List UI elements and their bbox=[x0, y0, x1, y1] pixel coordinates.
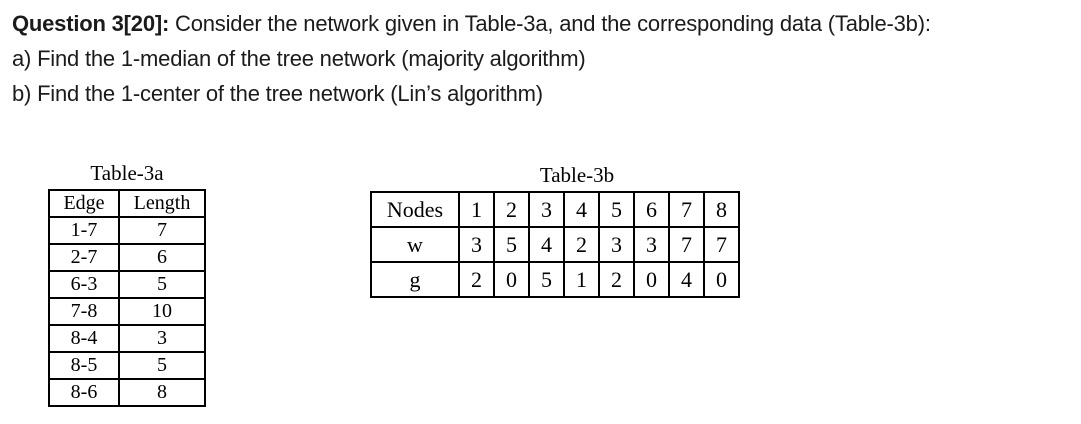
table-3b-header-row: Nodes 1 2 3 4 5 6 7 8 bbox=[370, 191, 740, 228]
node-id-cell: 3 bbox=[528, 191, 565, 228]
table-3b-block: Table-3b Nodes 1 2 3 4 5 6 7 8 w 3 5 4 2… bbox=[370, 163, 740, 298]
length-cell: 8 bbox=[118, 378, 206, 407]
weight-cell: 3 bbox=[633, 226, 670, 263]
weight-cell: 3 bbox=[458, 226, 495, 263]
g-cell: 0 bbox=[703, 261, 740, 298]
table-row: 8-4 3 bbox=[48, 324, 206, 353]
weight-cell: 7 bbox=[668, 226, 705, 263]
g-cell: 4 bbox=[668, 261, 705, 298]
g-cell: 2 bbox=[598, 261, 635, 298]
length-cell: 5 bbox=[118, 351, 206, 380]
edge-cell: 6-3 bbox=[48, 270, 120, 299]
question-statement: Consider the network given in Table-3a, … bbox=[169, 11, 931, 36]
question-text: Question 3[20]: Consider the network giv… bbox=[12, 6, 931, 111]
table-row: 2-7 6 bbox=[48, 243, 206, 272]
g-cell: 5 bbox=[528, 261, 565, 298]
length-cell: 3 bbox=[118, 324, 206, 353]
question-number: Question 3[20]: bbox=[12, 11, 170, 36]
row-label-g: g bbox=[370, 261, 460, 298]
table-3b: Nodes 1 2 3 4 5 6 7 8 w 3 5 4 2 3 3 7 7 … bbox=[370, 191, 740, 298]
node-id-cell: 8 bbox=[703, 191, 740, 228]
g-cell: 0 bbox=[633, 261, 670, 298]
node-id-cell: 1 bbox=[458, 191, 495, 228]
table-3a-header-row: Edge Length bbox=[48, 189, 206, 218]
edge-cell: 2-7 bbox=[48, 243, 120, 272]
weight-cell: 5 bbox=[493, 226, 530, 263]
weight-cell: 4 bbox=[528, 226, 565, 263]
edge-cell: 1-7 bbox=[48, 216, 120, 245]
length-cell: 5 bbox=[118, 270, 206, 299]
table-3a-block: Table-3a Edge Length 1-7 7 2-7 6 6-3 5 7… bbox=[48, 161, 206, 407]
edge-cell: 7-8 bbox=[48, 297, 120, 326]
node-id-cell: 2 bbox=[493, 191, 530, 228]
question-line-main: Question 3[20]: Consider the network giv… bbox=[12, 6, 931, 41]
g-cell: 1 bbox=[563, 261, 600, 298]
table-row: 6-3 5 bbox=[48, 270, 206, 299]
row-label-w: w bbox=[370, 226, 460, 263]
table-row: 1-7 7 bbox=[48, 216, 206, 245]
node-id-cell: 4 bbox=[563, 191, 600, 228]
table-3b-title: Table-3b bbox=[539, 163, 615, 187]
length-cell: 7 bbox=[118, 216, 206, 245]
length-cell: 10 bbox=[118, 297, 206, 326]
question-part-a: a) Find the 1-median of the tree network… bbox=[12, 46, 586, 71]
edge-cell: 8-6 bbox=[48, 378, 120, 407]
nodes-header: Nodes bbox=[370, 191, 460, 228]
weights-row: w 3 5 4 2 3 3 7 7 bbox=[370, 226, 740, 263]
g-values-row: g 2 0 5 1 2 0 4 0 bbox=[370, 261, 740, 298]
length-cell: 6 bbox=[118, 243, 206, 272]
node-id-cell: 6 bbox=[633, 191, 670, 228]
table-3a: Edge Length 1-7 7 2-7 6 6-3 5 7-8 10 8-4… bbox=[48, 189, 206, 407]
weight-cell: 3 bbox=[598, 226, 635, 263]
weight-cell: 2 bbox=[563, 226, 600, 263]
table-row: 8-5 5 bbox=[48, 351, 206, 380]
table-3a-title: Table-3a bbox=[90, 161, 164, 185]
question-part-b: b) Find the 1-center of the tree network… bbox=[12, 81, 543, 106]
node-id-cell: 5 bbox=[598, 191, 635, 228]
edge-cell: 8-4 bbox=[48, 324, 120, 353]
edge-cell: 8-5 bbox=[48, 351, 120, 380]
weight-cell: 7 bbox=[703, 226, 740, 263]
g-cell: 0 bbox=[493, 261, 530, 298]
node-id-cell: 7 bbox=[668, 191, 705, 228]
g-cell: 2 bbox=[458, 261, 495, 298]
table-row: 8-6 8 bbox=[48, 378, 206, 407]
table-row: 7-8 10 bbox=[48, 297, 206, 326]
length-header: Length bbox=[118, 189, 206, 218]
edge-header: Edge bbox=[48, 189, 120, 218]
